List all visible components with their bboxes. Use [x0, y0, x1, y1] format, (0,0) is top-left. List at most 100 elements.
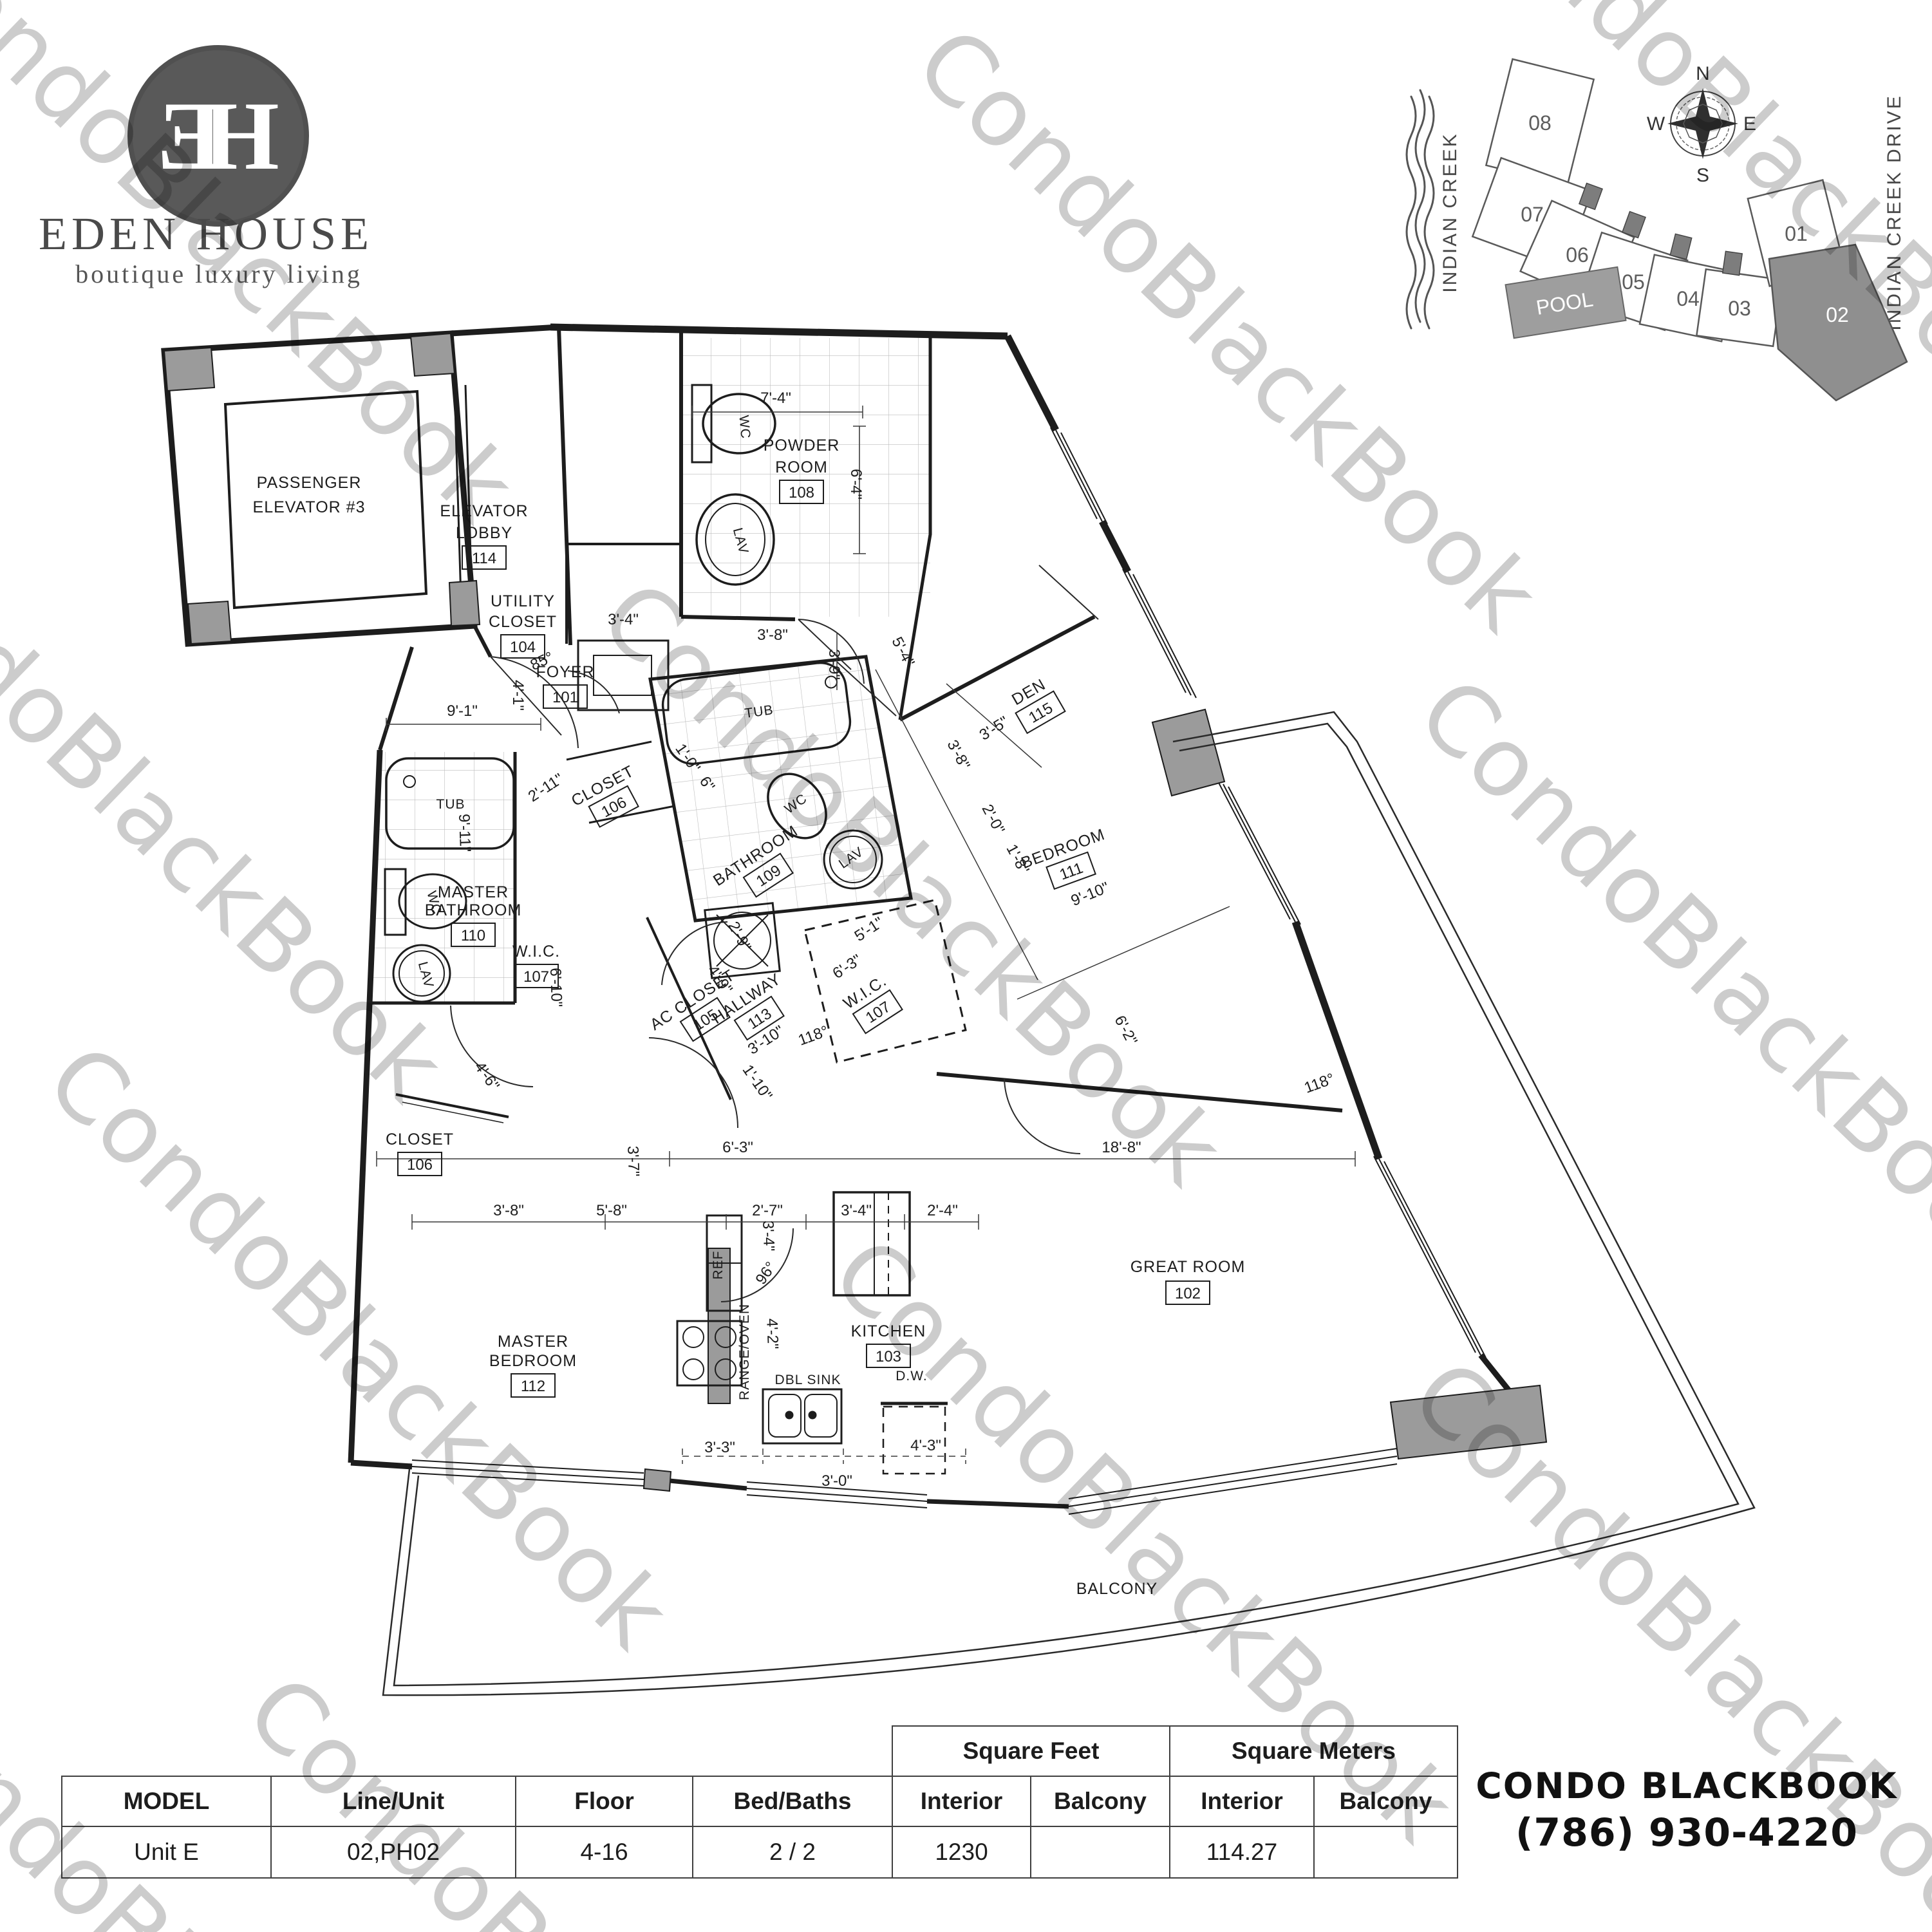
- room-number: 104: [510, 639, 536, 656]
- site-unit-02-highlight: [1768, 243, 1908, 402]
- compass-n: N: [1696, 63, 1710, 84]
- east-window: [1050, 427, 1108, 525]
- burner-icon: [715, 1326, 736, 1348]
- room-number-box: [397, 1152, 442, 1176]
- bathroom-tub: [661, 661, 852, 765]
- table-header-model: MODEL: [61, 1776, 272, 1827]
- north-exterior-wall: [550, 323, 1008, 340]
- room-label: BATHROOM: [425, 901, 522, 919]
- room-number-box: [451, 923, 496, 947]
- room-label: FOYER: [536, 663, 594, 681]
- dim: 6'-2": [1111, 1013, 1140, 1048]
- kitchen-island: [832, 1191, 911, 1297]
- site-core-icon: [1721, 250, 1743, 276]
- room-number-box: [866, 1344, 911, 1368]
- room-number: 115: [1026, 699, 1056, 727]
- room-label: ELEVATOR: [440, 502, 528, 520]
- powder-south-wall: [680, 615, 796, 621]
- dim: 3'-8": [493, 1202, 524, 1219]
- room-number: 114: [472, 550, 496, 567]
- room-label: W.I.C.: [512, 943, 560, 961]
- dim: 4'-3": [910, 1437, 941, 1454]
- bathroom-lav: [823, 829, 883, 890]
- site-core-icon: [1669, 233, 1693, 260]
- logo-letter-h: H: [203, 82, 279, 190]
- room-number: 106: [599, 794, 630, 821]
- dim: 3'-8": [943, 737, 973, 773]
- dim-angle: 118°: [1302, 1070, 1336, 1097]
- room-number-box: [588, 785, 639, 828]
- master-wc-bowl: [398, 873, 467, 930]
- room-number: 101: [552, 689, 578, 706]
- room-number-box: [462, 545, 507, 570]
- room-number-box: [514, 964, 559, 988]
- lobby-bottom-wall: [473, 624, 492, 658]
- west-exterior-wall: [348, 749, 383, 1463]
- site-unit-02-label: 02: [1826, 303, 1849, 326]
- site-unit-06-label: 06: [1566, 243, 1589, 267]
- dim: 9'-10": [1069, 879, 1112, 910]
- cooktop: [676, 1320, 743, 1387]
- fixture-label-range: RANGE/OVEN: [737, 1304, 752, 1400]
- south-wall: [669, 1478, 747, 1491]
- room-label: ELEVATOR #3: [253, 498, 366, 516]
- room-number: 106: [407, 1156, 433, 1174]
- dim: 3'-8": [757, 626, 788, 644]
- indian-creek-drive-label: INDIAN CREEK DRIVE: [1884, 94, 1905, 330]
- structural-columns: [642, 708, 1548, 1492]
- room-number: 107: [523, 968, 549, 986]
- utility-closet-wall: [565, 543, 679, 644]
- dim: 5'-8": [596, 1202, 627, 1219]
- dim: 3'-4": [759, 1220, 778, 1252]
- site-pool: [1505, 266, 1627, 339]
- tub-drain-icon: [403, 775, 416, 788]
- burner-icon: [682, 1326, 704, 1348]
- closet106-wall: [566, 740, 652, 761]
- east-wall: [1291, 921, 1383, 1160]
- bathroom-wc: [767, 773, 827, 839]
- room-number-box: [1165, 1280, 1210, 1305]
- room-label: BEDROOM: [489, 1352, 577, 1370]
- room-label: PASSENGER: [257, 474, 362, 492]
- room-number-box: [679, 997, 731, 1042]
- dim: 3'-0": [821, 1472, 852, 1490]
- site-unit-07-label: 07: [1521, 203, 1544, 226]
- table-header-floor: Floor: [515, 1776, 693, 1827]
- creek-waves-icon: [1405, 89, 1435, 330]
- room-label: GREAT ROOM: [1130, 1258, 1246, 1276]
- dim: 1'-8": [1002, 841, 1032, 877]
- fixture-label-dblsink: DBL SINK: [775, 1373, 841, 1387]
- site-unit-08-label: 08: [1528, 111, 1552, 135]
- burner-icon: [682, 1358, 704, 1380]
- room-number: 111: [1057, 859, 1085, 884]
- table-header-bed-baths: Bed/Baths: [692, 1776, 893, 1827]
- dim-angle: 96°: [752, 1259, 780, 1288]
- room-number: 103: [876, 1348, 901, 1365]
- dim: 6'-10": [547, 968, 565, 1008]
- lobby-right-wall: [557, 326, 572, 646]
- compass-w: W: [1647, 113, 1665, 135]
- bathroom-lav-inner: [829, 836, 877, 883]
- dim: 2'-4": [927, 1202, 958, 1219]
- room-number-box: [1046, 851, 1096, 890]
- room-number-box: [500, 634, 545, 659]
- contact-block: CONDO BLACKBOOK (786) 930-4220: [1461, 1765, 1912, 1855]
- room-label: POWDER: [764, 436, 840, 455]
- indian-creek-label: INDIAN CREEK: [1440, 132, 1461, 292]
- kitchen-south-window: [746, 1481, 928, 1508]
- dim: 4'-1": [509, 680, 527, 711]
- dim: 2'-11": [525, 770, 567, 805]
- master-bath-tile: [371, 752, 515, 1003]
- room-number-box: [742, 852, 794, 898]
- room-label: CLOSET: [386, 1130, 454, 1149]
- east-window: [1373, 1156, 1487, 1358]
- masterbed-closet-wall: [395, 1093, 509, 1118]
- dim-angle: 118°: [796, 1022, 830, 1049]
- ac-unit-x: [716, 914, 769, 967]
- logo-name: EDEN HOUSE: [39, 208, 373, 259]
- dim: 3'-4": [841, 1202, 872, 1219]
- master-lav-inner: [399, 950, 445, 997]
- table-header-sqft-balcony: Balcony: [1030, 1776, 1170, 1827]
- dim: 9'-1": [447, 702, 478, 720]
